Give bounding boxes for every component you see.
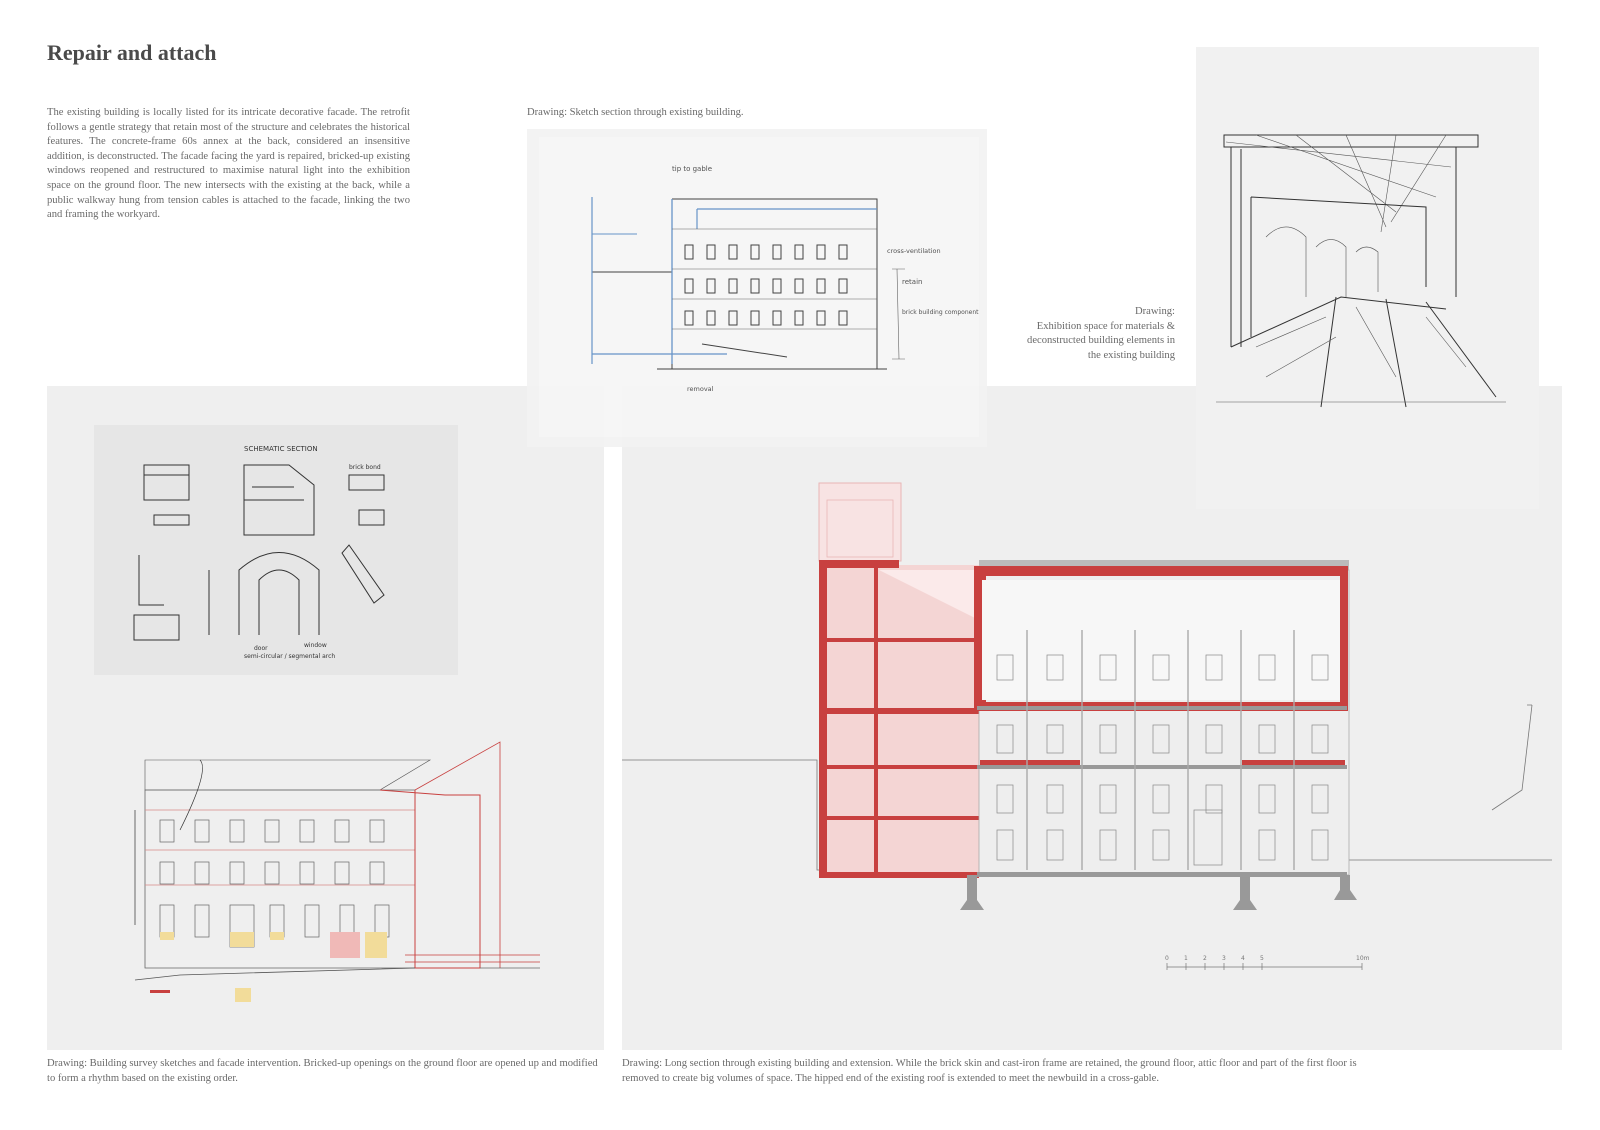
sketch-label-retain: retain: [902, 278, 922, 286]
survey-sketch-sheet: SCHEMATIC SECTION brick bond door window…: [94, 425, 458, 675]
survey-heading: SCHEMATIC SECTION: [244, 445, 318, 453]
page-title: Repair and attach: [47, 40, 217, 65]
scale-tick-5: 5: [1260, 955, 1264, 962]
scale-tick-2: 2: [1203, 955, 1207, 962]
scale-tick-3: 3: [1222, 955, 1226, 962]
sketch-label-top: tip to gable: [672, 165, 712, 173]
facade-intervention-drawing: [60, 700, 600, 1020]
intro-paragraph: The existing building is locally listed …: [47, 107, 410, 221]
scale-tick-1: 1: [1184, 955, 1188, 962]
sketch-section-drawing: tip to gable cross-ventilation retain br…: [527, 129, 987, 447]
scale-tick-10m: 10m: [1356, 955, 1370, 962]
sketch-section-caption: Drawing: Sketch section through existing…: [527, 107, 744, 118]
survey-brick-bond: brick bond: [349, 464, 381, 471]
long-section-caption: Drawing: Long section through existing b…: [622, 1058, 1357, 1084]
sketch-label-removal: removal: [687, 385, 714, 393]
sketch-label-brick: brick building component: [902, 309, 979, 316]
long-section-drawing: 0 1 2 3 4 5 10m: [622, 480, 1562, 970]
survey-arch: semi-circular / segmental arch: [244, 653, 335, 660]
survey-door: door: [254, 645, 268, 652]
survey-caption: Drawing: Building survey sketches and fa…: [47, 1058, 598, 1084]
perspective-sketch: [1196, 47, 1539, 509]
scale-tick-4: 4: [1241, 955, 1245, 962]
sketch-label-cross: cross-ventilation: [887, 247, 941, 255]
exhibition-caption: Drawing: Exhibition space for materials …: [1027, 306, 1175, 361]
scale-tick-0: 0: [1165, 955, 1169, 962]
survey-window: window: [304, 642, 327, 649]
